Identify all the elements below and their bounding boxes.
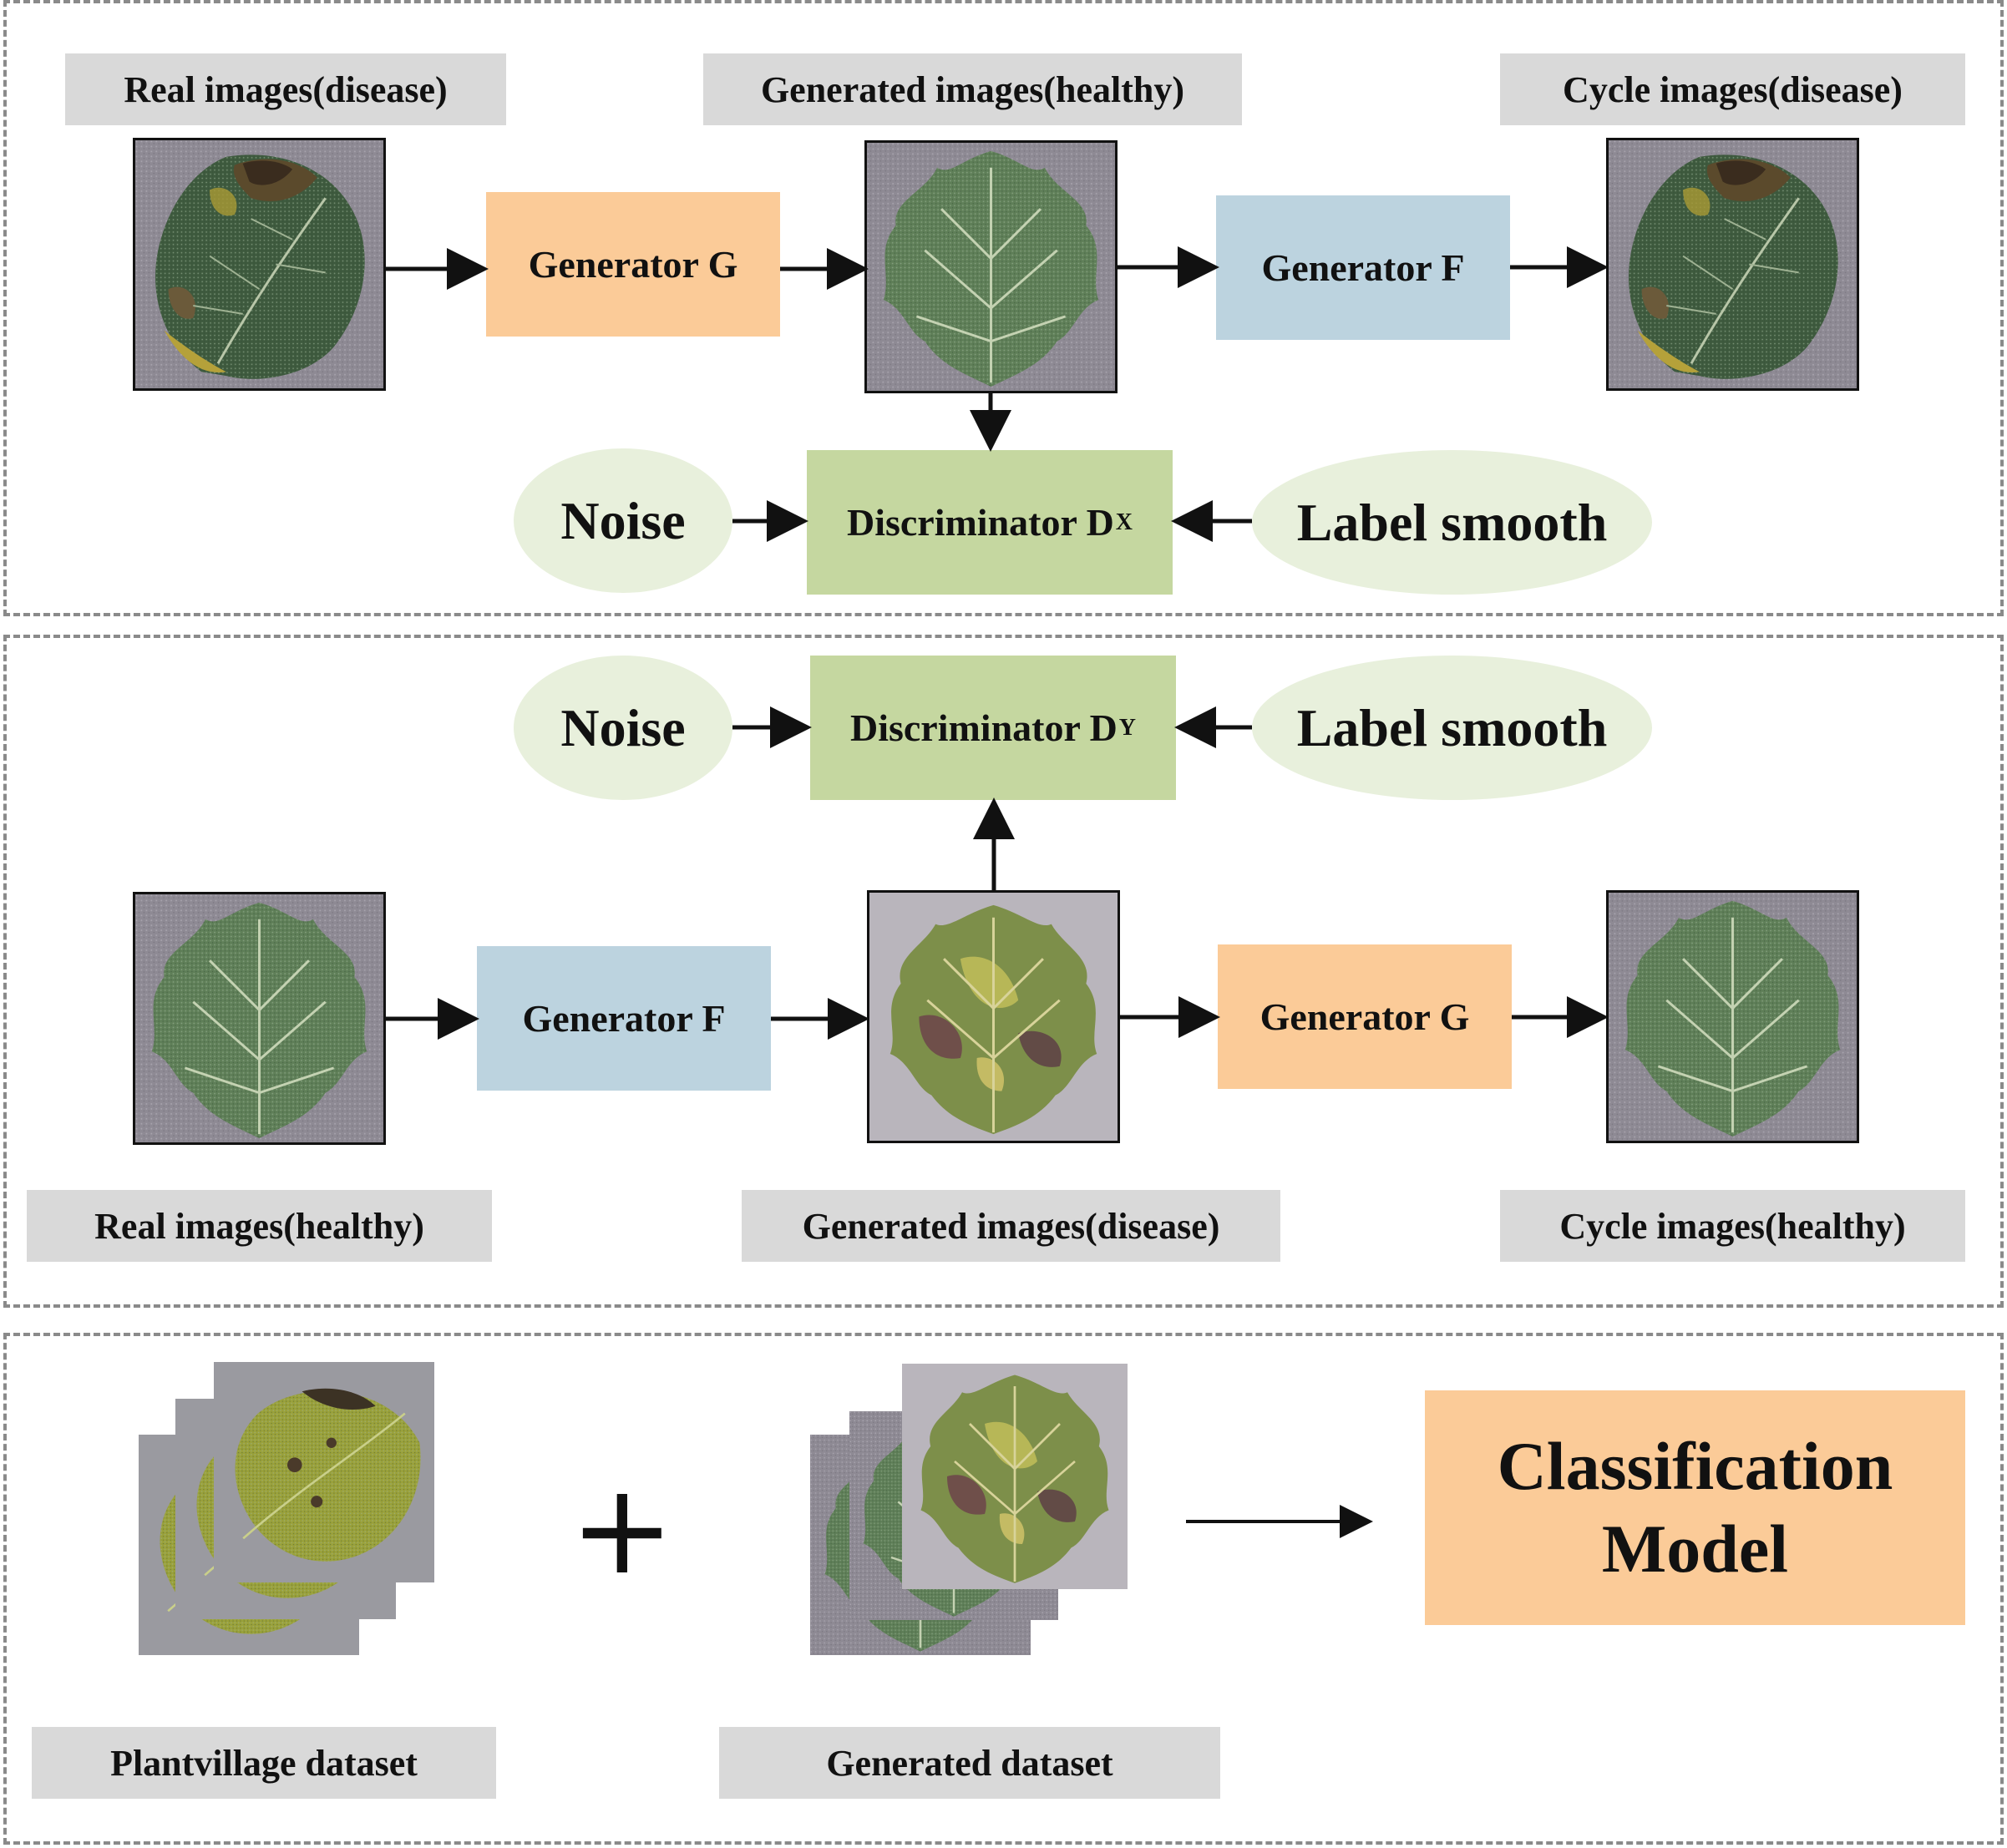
tag-label: Plantvillage dataset — [110, 1742, 418, 1784]
tag-label: Real images(healthy) — [94, 1205, 424, 1247]
image-real-healthy — [133, 892, 386, 1145]
tag-real-healthy: Real images(healthy) — [27, 1190, 492, 1262]
generator-f-box: Generator F — [1216, 195, 1510, 340]
generator-g-box: Generator G — [486, 192, 780, 337]
label-smooth-label: Label smooth — [1296, 697, 1608, 757]
tag-label: Cycle images(disease) — [1563, 68, 1903, 110]
discriminator-dx-label: Discriminator D — [846, 501, 1114, 544]
tag-real-disease: Real images(disease) — [65, 53, 506, 125]
panel-disease-to-healthy — [3, 0, 2004, 616]
tag-label: Generated images(disease) — [802, 1205, 1220, 1247]
discriminator-dy-label: Discriminator D — [849, 706, 1118, 749]
tag-label: Real images(disease) — [124, 68, 448, 110]
label-smooth-label: Label smooth — [1296, 492, 1608, 552]
tag-generated-healthy: Generated images(healthy) — [703, 53, 1242, 125]
classification-label-line1: Classification — [1497, 1428, 1893, 1505]
tag-label: Cycle images(healthy) — [1559, 1205, 1906, 1247]
tag-generated-dataset: Generated dataset — [719, 1727, 1220, 1799]
tag-cycle-healthy: Cycle images(healthy) — [1500, 1190, 1965, 1262]
image-real-disease — [133, 138, 386, 391]
generator-g-label: Generator G — [1259, 995, 1470, 1038]
discriminator-dy-subscript: Y — [1118, 714, 1137, 741]
tag-plantvillage-dataset: Plantvillage dataset — [32, 1727, 496, 1799]
tag-generated-disease: Generated images(disease) — [742, 1190, 1280, 1262]
noise-label: Noise — [560, 697, 686, 757]
panel-healthy-to-disease — [3, 635, 2004, 1308]
generator-f-label: Generator F — [1261, 246, 1465, 289]
label-smooth-ellipse: Label smooth — [1252, 450, 1652, 595]
label-smooth-ellipse: Label smooth — [1252, 656, 1652, 800]
generator-f-label: Generator F — [522, 997, 726, 1040]
discriminator-dx-subscript: X — [1115, 509, 1133, 535]
noise-ellipse: Noise — [514, 656, 732, 800]
noise-label: Noise — [560, 490, 686, 550]
tag-label: Generated dataset — [826, 1742, 1113, 1784]
plus-sign: + — [570, 1457, 675, 1602]
noise-ellipse: Noise — [514, 448, 732, 593]
classification-label-line2: Model — [1601, 1510, 1789, 1587]
generator-g-label: Generator G — [528, 243, 738, 286]
generator-f-box: Generator F — [477, 946, 771, 1091]
classification-model-box: Classification Model — [1425, 1390, 1965, 1625]
panel-classification — [3, 1333, 2004, 1845]
tag-label: Generated images(healthy) — [760, 68, 1185, 110]
tag-cycle-disease: Cycle images(disease) — [1500, 53, 1965, 125]
generator-g-box: Generator G — [1218, 944, 1512, 1089]
